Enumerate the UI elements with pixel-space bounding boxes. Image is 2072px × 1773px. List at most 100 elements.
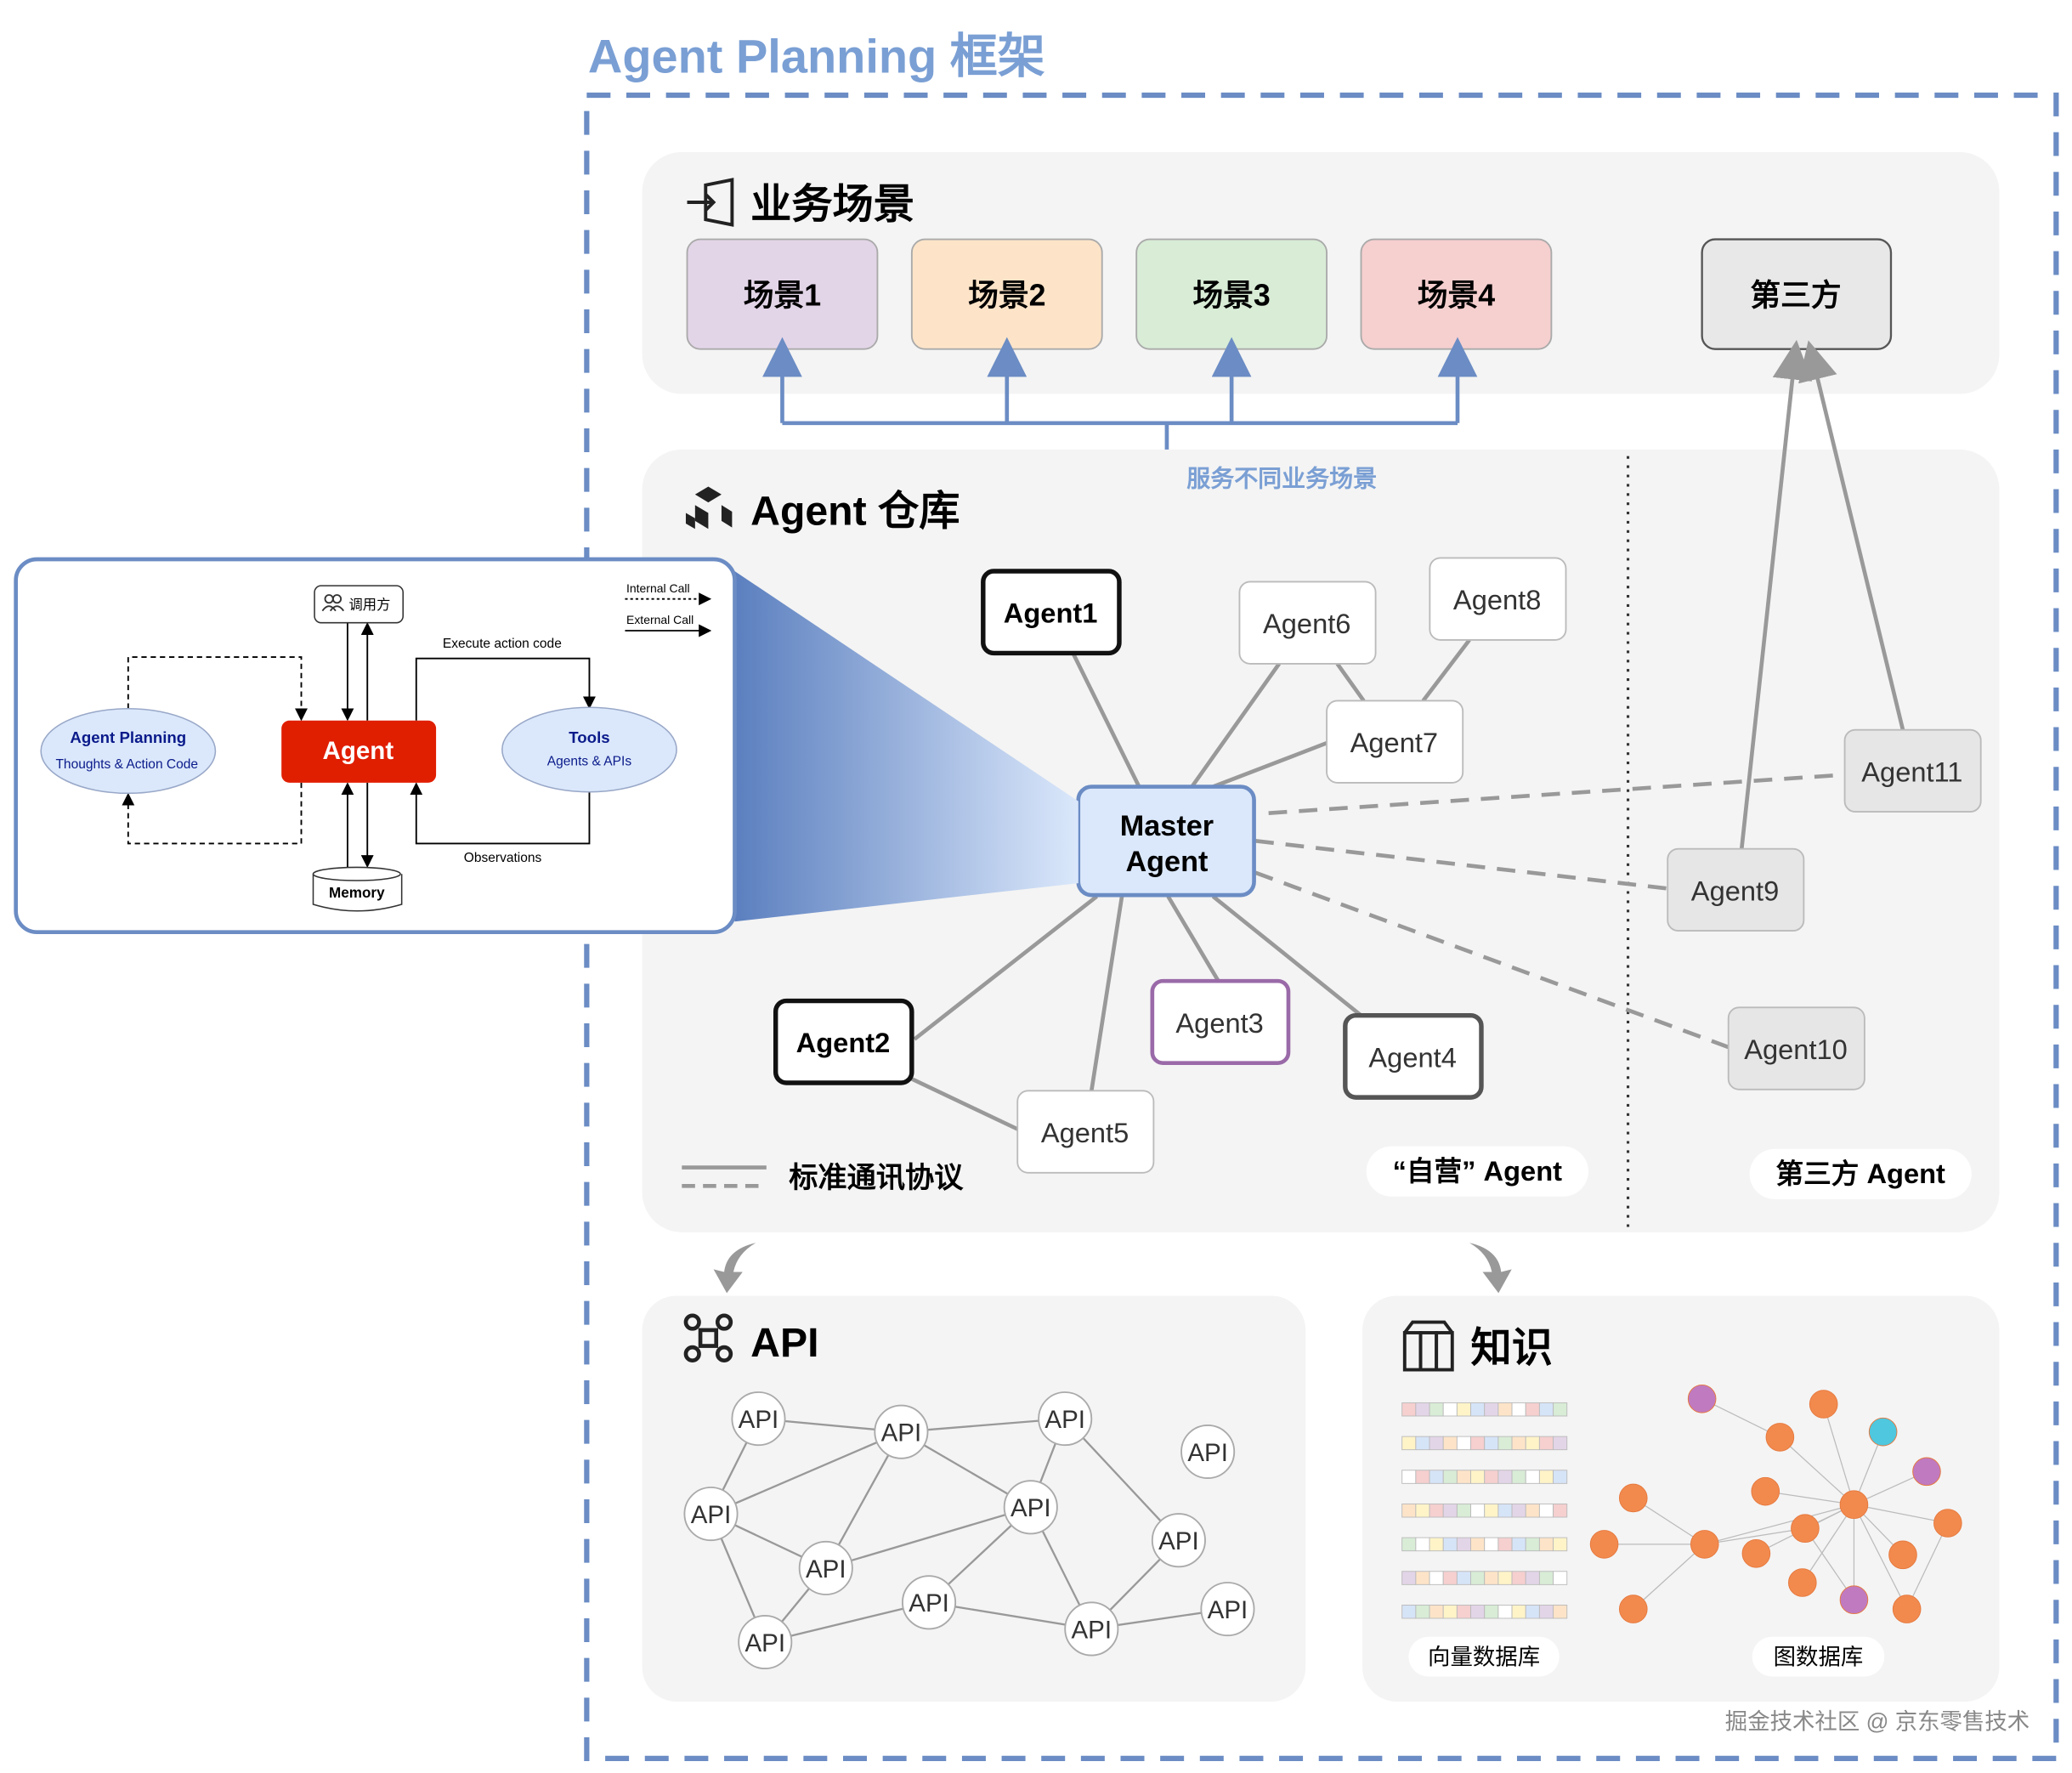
api-node: API <box>902 1575 957 1630</box>
svg-text:API: API <box>1187 1439 1228 1467</box>
scene-third-party[interactable]: 第三方 <box>1701 238 1893 350</box>
svg-text:Agent8: Agent8 <box>1453 584 1541 615</box>
svg-text:Thoughts & Action Code: Thoughts & Action Code <box>55 757 198 772</box>
svg-text:Agent11: Agent11 <box>1861 756 1962 787</box>
vector-database-illustration <box>1401 1402 1568 1619</box>
api-panel: API API API API API API API API API API API API API <box>642 1295 1306 1702</box>
svg-text:API: API <box>739 1406 779 1434</box>
users-icon <box>321 594 345 612</box>
self-agent-pill: “自营” Agent <box>1366 1146 1588 1197</box>
scenes-panel: 业务场景 场景1 场景2 场景3 场景4 第三方 <box>642 151 2000 394</box>
agent-planning-ellipse: Agent Planning Thoughts & Action Code <box>40 708 217 795</box>
external-call-label: External Call <box>626 613 693 626</box>
execute-label: Execute action code <box>443 637 562 651</box>
scene-2[interactable]: 场景2 <box>910 238 1103 350</box>
agent-node-8[interactable]: Agent8 <box>1429 557 1567 641</box>
svg-text:调用方: 调用方 <box>348 598 390 613</box>
agent-node-5[interactable]: Agent5 <box>1016 1090 1155 1174</box>
graph-db-pill: 图数据库 <box>1752 1636 1885 1677</box>
memory-cylinder: Memory <box>312 866 403 912</box>
api-edge <box>764 1601 930 1644</box>
svg-text:场景3: 场景3 <box>1192 278 1270 312</box>
svg-text:Agent3: Agent3 <box>1175 1007 1263 1039</box>
svg-text:Memory: Memory <box>329 885 385 901</box>
svg-text:Tools: Tools <box>569 728 609 746</box>
api-node: API <box>1038 1391 1093 1447</box>
api-node: API <box>798 1540 853 1595</box>
api-edge <box>710 1430 902 1515</box>
agent-node-4[interactable]: Agent4 <box>1343 1012 1484 1100</box>
svg-text:向量数据库: 向量数据库 <box>1428 1644 1540 1669</box>
agent-node-11[interactable]: Agent11 <box>1843 728 1982 813</box>
serve-scenes-label: 服务不同业务场景 <box>1186 465 1377 491</box>
svg-text:“自营” Agent: “自营” Agent <box>1393 1155 1563 1187</box>
warehouse-heading: Agent 仓库 <box>750 489 960 535</box>
api-node: API <box>874 1404 929 1459</box>
svg-text:Agent9: Agent9 <box>1691 875 1779 906</box>
svg-text:API: API <box>691 1501 732 1529</box>
svg-text:API: API <box>1011 1494 1051 1522</box>
svg-text:Master: Master <box>1120 810 1214 842</box>
svg-text:API: API <box>1044 1406 1085 1434</box>
svg-text:标准通讯协议: 标准通讯协议 <box>789 1162 964 1194</box>
svg-text:第三方 Agent: 第三方 Agent <box>1776 1158 1946 1189</box>
svg-text:Agent7: Agent7 <box>1350 727 1438 758</box>
agent-node-7[interactable]: Agent7 <box>1326 700 1464 784</box>
api-node: API <box>731 1391 786 1447</box>
agent-node-10[interactable]: Agent10 <box>1727 1006 1865 1090</box>
agent-links <box>910 339 1905 1131</box>
tools-ellipse: Tools Agents & APIs <box>501 706 677 793</box>
svg-text:Agent6: Agent6 <box>1263 608 1350 639</box>
api-heading: API <box>750 1320 818 1366</box>
api-node: API <box>683 1487 739 1542</box>
vector-db-pill: 向量数据库 <box>1408 1636 1560 1677</box>
curved-arrow-icon <box>713 1243 1512 1294</box>
agent-box: Agent <box>281 720 437 783</box>
scenes-heading: 业务场景 <box>750 182 914 228</box>
svg-text:Agents & APIs: Agents & APIs <box>547 755 632 769</box>
master-agent[interactable]: Master Agent <box>1076 785 1256 898</box>
agent-node-6[interactable]: Agent6 <box>1238 581 1377 665</box>
api-edge <box>825 1506 1032 1570</box>
api-node: API <box>1180 1424 1236 1480</box>
agent-node-2[interactable]: Agent2 <box>773 998 914 1085</box>
scene-3[interactable]: 场景3 <box>1135 238 1328 350</box>
svg-text:API: API <box>909 1589 949 1617</box>
api-node: API <box>738 1614 793 1670</box>
api-edge <box>928 1601 1092 1630</box>
svg-text:API: API <box>806 1555 846 1583</box>
svg-text:Agent2: Agent2 <box>796 1027 891 1058</box>
protocol-legend: 标准通讯协议 <box>682 1162 964 1194</box>
api-node: API <box>1064 1601 1119 1657</box>
svg-text:API: API <box>1072 1616 1112 1644</box>
caller-box: 调用方 <box>314 585 405 624</box>
api-edge <box>901 1417 1066 1433</box>
agent-node-1[interactable]: Agent1 <box>981 569 1122 656</box>
svg-text:Agent: Agent <box>323 737 394 765</box>
watermark: 掘金技术社区 @ 京东零售技术 <box>1725 1709 2030 1735</box>
network-icon <box>683 1313 733 1362</box>
svg-text:Agent1: Agent1 <box>1004 598 1098 629</box>
agent-node-9[interactable]: Agent9 <box>1667 847 1805 932</box>
svg-text:图数据库: 图数据库 <box>1774 1644 1864 1669</box>
knowledge-panel: 知识 向量数据库 图数据库 <box>1362 1295 2000 1702</box>
agent-node-3[interactable]: Agent3 <box>1150 978 1291 1066</box>
graph-database-illustration <box>1589 1384 1962 1623</box>
svg-text:Agent: Agent <box>1125 846 1208 878</box>
internal-call-label: Internal Call <box>626 581 690 595</box>
svg-text:API: API <box>881 1419 922 1447</box>
svg-text:API: API <box>1158 1527 1199 1555</box>
door-enter-icon <box>687 178 734 227</box>
scene-4[interactable]: 场景4 <box>1360 238 1553 350</box>
svg-text:场景2: 场景2 <box>968 278 1045 312</box>
page-title: Agent Planning 框架 <box>588 30 1045 83</box>
svg-text:API: API <box>1208 1596 1248 1624</box>
api-node: API <box>1003 1480 1058 1535</box>
svg-text:Agent10: Agent10 <box>1744 1034 1848 1065</box>
svg-text:场景1: 场景1 <box>744 278 821 312</box>
zoom-beam <box>734 571 1078 922</box>
third-agent-pill: 第三方 Agent <box>1749 1148 1972 1199</box>
svg-text:场景4: 场景4 <box>1418 278 1495 312</box>
scene-1[interactable]: 场景1 <box>686 238 879 350</box>
